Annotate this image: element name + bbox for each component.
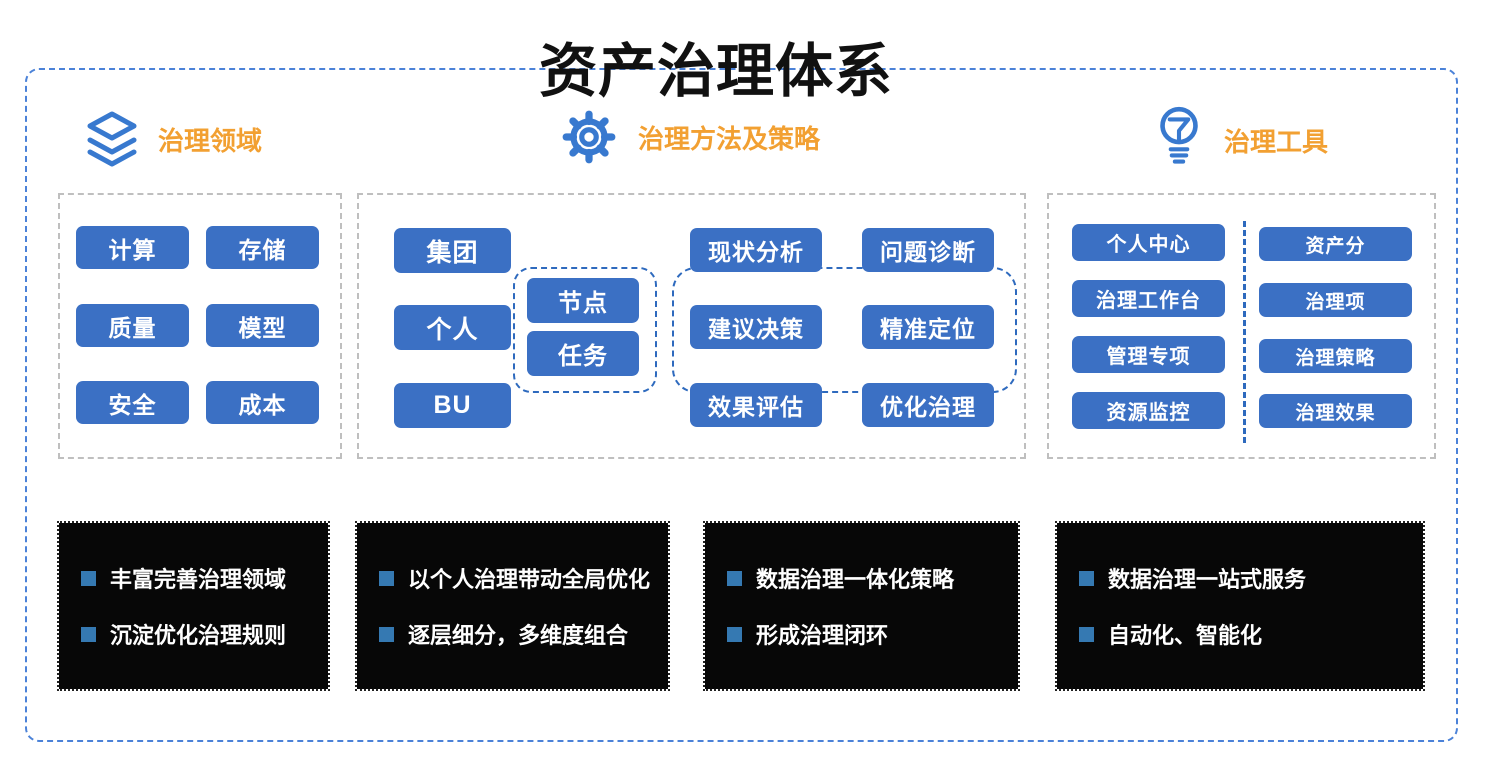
panel-tools: 个人中心 治理工作台 管理专项 资源监控 资产分 治理项 治理策略 治理效果 [1047, 193, 1436, 459]
chip-personal-center: 个人中心 [1072, 224, 1225, 261]
note-text: 形成治理闭环 [756, 623, 889, 648]
note-item: 自动化、智能化 [1079, 618, 1423, 650]
note-item: 数据治理一体化策略 [727, 562, 1018, 594]
note-text: 以个人治理带动全局优化 [408, 567, 651, 592]
note-text: 自动化、智能化 [1108, 623, 1263, 648]
note-box-tools: 数据治理一站式服务 自动化、智能化 [1055, 521, 1425, 691]
note-text: 数据治理一体化策略 [756, 567, 955, 592]
chip-group: 集团 [394, 228, 511, 273]
chip-governance-workbench: 治理工作台 [1072, 280, 1225, 317]
chip-compute: 计算 [76, 226, 189, 269]
panel-domains: 计算 存储 质量 模型 安全 成本 [58, 193, 342, 459]
note-text: 数据治理一站式服务 [1108, 567, 1307, 592]
gear-icon [562, 110, 616, 164]
square-bullet-icon [727, 626, 742, 642]
chip-management-special: 管理专项 [1072, 336, 1225, 373]
square-bullet-icon [1079, 570, 1094, 586]
lightbulb-icon [1160, 106, 1198, 164]
chip-cost: 成本 [206, 381, 319, 424]
section-header-domains: 治理领域 [86, 110, 262, 168]
section-label-methods: 治理方法及策略 [638, 123, 821, 154]
note-box-strategy: 数据治理一体化策略 形成治理闭环 [703, 521, 1020, 691]
chip-optimize-governance: 优化治理 [862, 383, 994, 427]
chip-effect-evaluation: 效果评估 [690, 383, 822, 427]
chip-model: 模型 [206, 304, 319, 347]
page-title: 资产治理体系 [538, 39, 894, 104]
chip-suggest-decision: 建议决策 [690, 305, 822, 349]
note-item: 逐层细分，多维度组合 [379, 618, 668, 650]
chip-governance-effect: 治理效果 [1259, 394, 1412, 428]
square-bullet-icon [81, 570, 96, 586]
section-header-tools: 治理工具 [1154, 104, 1328, 176]
chip-node: 节点 [527, 278, 639, 323]
note-item: 丰富完善治理领域 [81, 562, 328, 594]
note-item: 以个人治理带动全局优化 [379, 562, 668, 594]
chip-bu: BU [394, 383, 511, 428]
panel-methods: 集团 个人 BU 节点 任务 现状分析 问题诊断 建议决策 精准定位 效果评估 … [357, 193, 1026, 459]
node-task-group-outline: 节点 任务 [513, 267, 657, 393]
square-bullet-icon [379, 626, 394, 642]
chip-governance-item: 治理项 [1259, 283, 1412, 317]
chip-individual: 个人 [394, 305, 511, 350]
note-text: 沉淀优化治理规则 [110, 623, 287, 648]
square-bullet-icon [81, 626, 96, 642]
note-item: 形成治理闭环 [727, 618, 1018, 650]
chip-security: 安全 [76, 381, 189, 424]
note-box-methods: 以个人治理带动全局优化 逐层细分，多维度组合 [355, 521, 670, 691]
chip-asset-score: 资产分 [1259, 227, 1412, 261]
section-label-tools: 治理工具 [1224, 126, 1329, 157]
square-bullet-icon [1079, 626, 1094, 642]
layers-icon [87, 111, 137, 167]
chip-precise-locating: 精准定位 [862, 305, 994, 349]
tools-dashed-divider [1243, 221, 1246, 443]
chip-resource-monitor: 资源监控 [1072, 392, 1225, 429]
note-text: 逐层细分，多维度组合 [408, 623, 629, 648]
note-text: 丰富完善治理领域 [110, 567, 287, 592]
chip-problem-diagnosis: 问题诊断 [862, 228, 994, 272]
note-item: 沉淀优化治理规则 [81, 618, 328, 650]
process-loop-group-outline [672, 267, 1017, 393]
section-header-methods: 治理方法及策略 [560, 108, 820, 166]
note-box-domains: 丰富完善治理领域 沉淀优化治理规则 [57, 521, 330, 691]
square-bullet-icon [727, 570, 742, 586]
square-bullet-icon [379, 570, 394, 586]
outer-dashed-border [25, 68, 1458, 742]
section-label-domains: 治理领域 [158, 125, 263, 156]
chip-status-analysis: 现状分析 [690, 228, 822, 272]
note-item: 数据治理一站式服务 [1079, 562, 1423, 594]
chip-storage: 存储 [206, 226, 319, 269]
chip-governance-strategy: 治理策略 [1259, 339, 1412, 373]
chip-task: 任务 [527, 331, 639, 376]
chip-quality: 质量 [76, 304, 189, 347]
